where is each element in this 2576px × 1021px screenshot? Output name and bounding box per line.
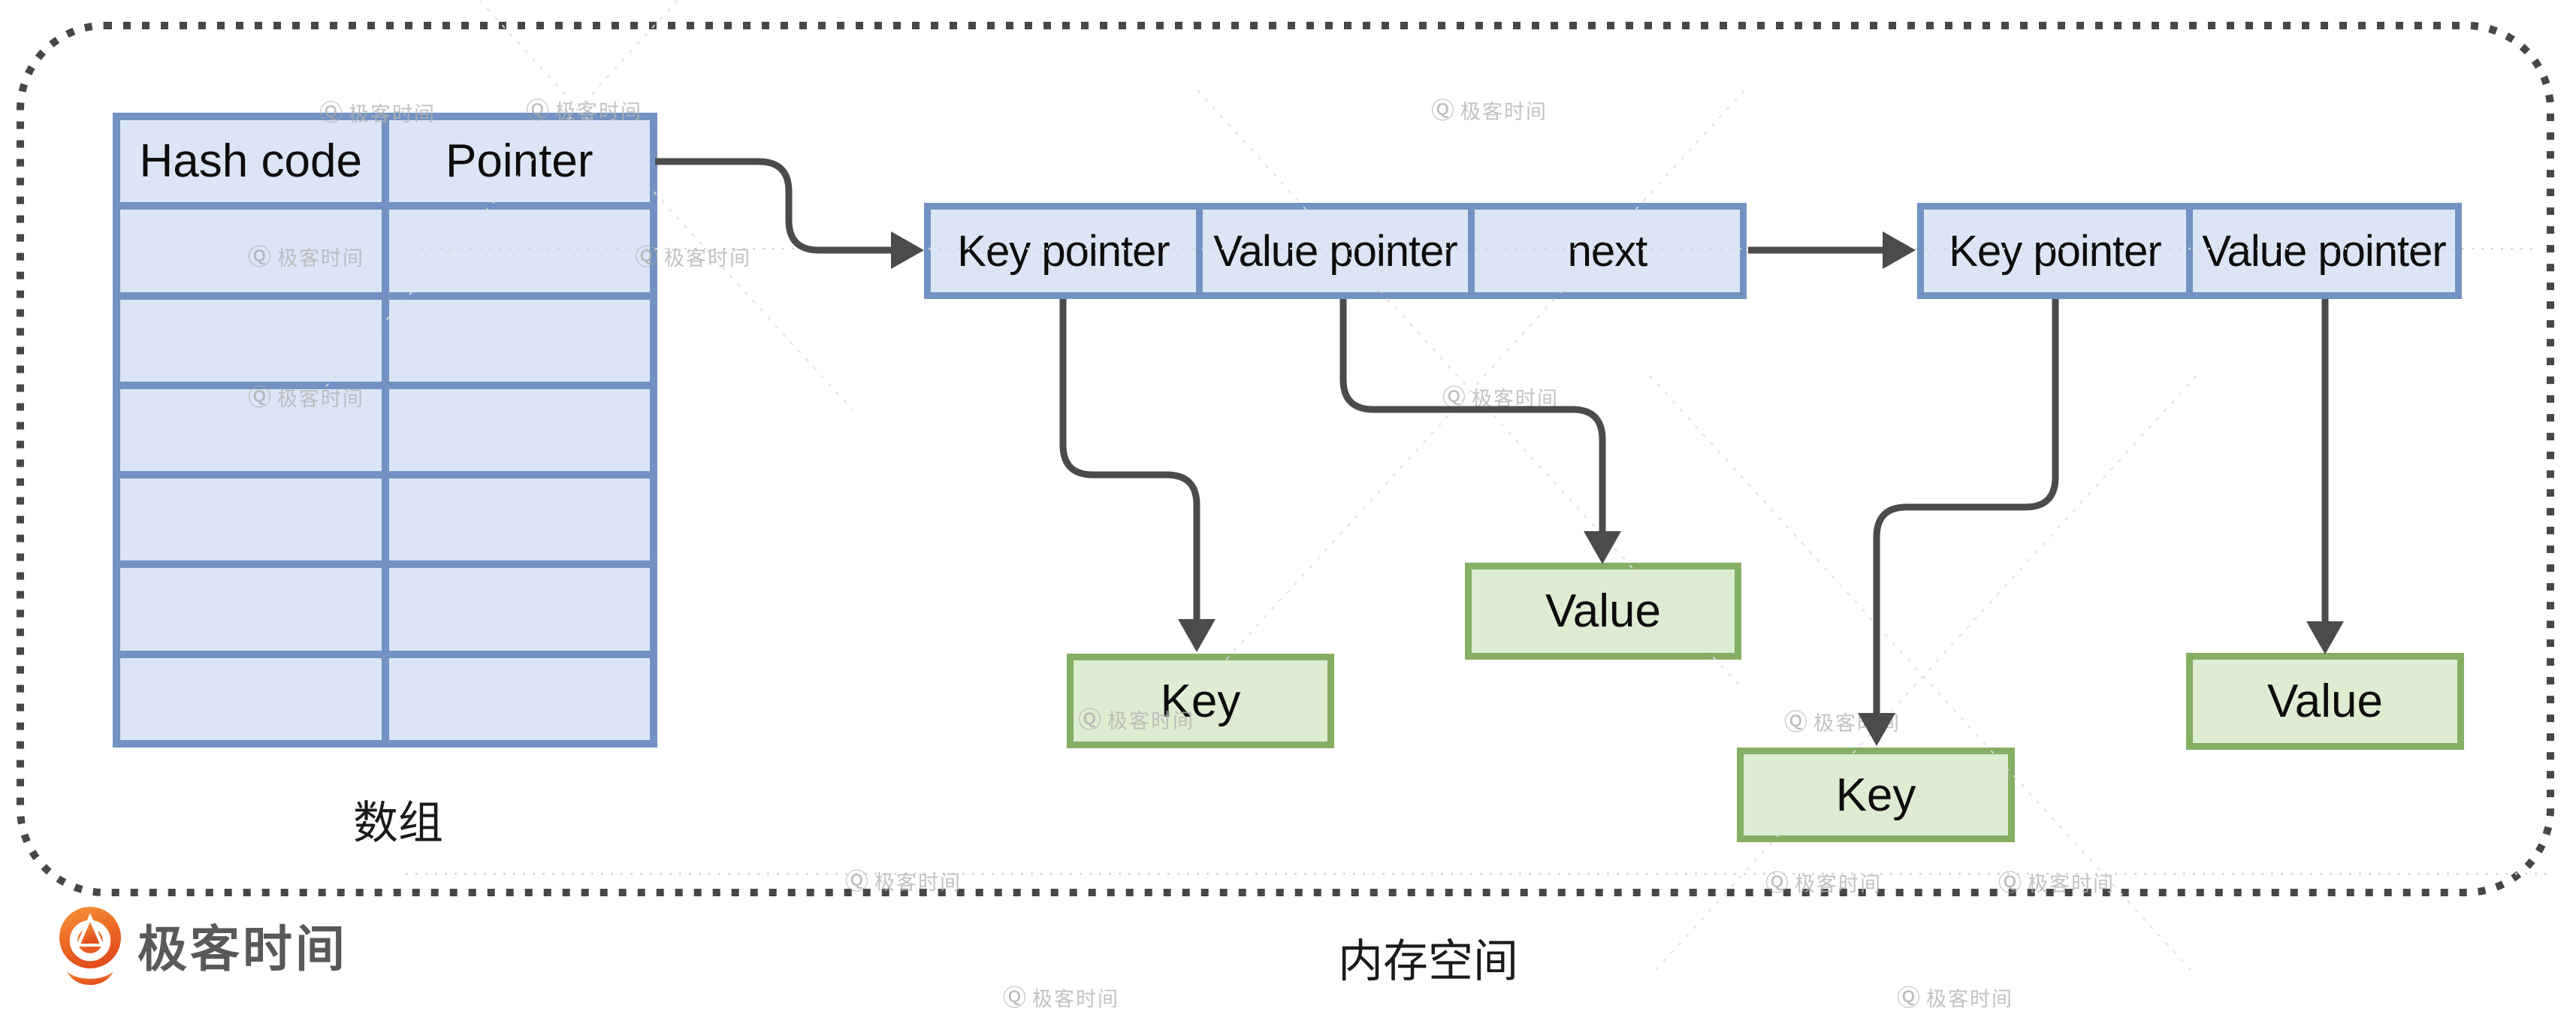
watermark-q-icon: Ⓠ <box>1765 870 1790 896</box>
arrow-node2-key <box>1873 299 2059 713</box>
table-empty-cell <box>388 210 650 292</box>
watermark-q-icon: Ⓠ <box>1998 870 2023 896</box>
node2-value-pointer-cell: Value pointer <box>2193 210 2455 292</box>
watermark-q-icon: Ⓠ <box>248 385 273 411</box>
geektime-logo-text: 极客时间 <box>137 921 348 977</box>
node1-next-cell: next <box>1475 210 1740 292</box>
table-empty-cell <box>120 479 382 561</box>
key-box-2: Key <box>1737 748 2015 842</box>
arrow-node1-key <box>1059 299 1200 619</box>
node2-key-pointer-cell: Key pointer <box>1924 210 2186 292</box>
hash-array-table: Hash code Pointer <box>113 113 657 748</box>
arrowhead <box>1883 231 1916 269</box>
value-box-2: Value <box>2186 653 2464 750</box>
table-empty-cell <box>388 388 650 472</box>
watermark-q-icon: Ⓠ <box>1897 985 1922 1011</box>
table-header-hash-code: Hash code <box>120 120 382 203</box>
watermark-q-icon: Ⓠ <box>319 100 344 126</box>
table-empty-cell <box>120 568 382 651</box>
table-header-pointer: Pointer <box>388 120 650 203</box>
watermark-q-icon: Ⓠ <box>845 868 870 895</box>
table-empty-cell <box>388 479 650 561</box>
table-empty-cell <box>388 568 650 651</box>
arrow-pointer-to-node1 <box>655 158 891 254</box>
table-empty-cell <box>388 657 650 740</box>
table-empty-cell <box>388 299 650 382</box>
watermark-q-icon: Ⓠ <box>1784 709 1809 736</box>
watermark-q-icon: Ⓠ <box>248 244 273 270</box>
watermark-q-icon: Ⓠ <box>526 98 551 124</box>
arrow-node1-value <box>1339 299 1606 531</box>
watermark-q-icon: Ⓠ <box>1003 985 1028 1011</box>
arrowhead <box>891 231 924 269</box>
entry-node-2: Key pointer Value pointer <box>1917 203 2462 299</box>
table-empty-cell <box>120 657 382 740</box>
value-box-1: Value <box>1465 563 1741 660</box>
memory-space-label: 内存空间 <box>1338 936 1518 986</box>
node1-value-pointer-cell: Value pointer <box>1203 210 1468 292</box>
arrowhead <box>1584 531 1621 564</box>
entry-node-1: Key pointer Value pointer next <box>924 203 1747 299</box>
geektime-logo: 极客时间 <box>56 905 348 985</box>
node1-key-pointer-cell: Key pointer <box>931 210 1196 292</box>
watermark-q-icon: Ⓠ <box>1431 98 1456 124</box>
array-label: 数组 <box>353 798 443 848</box>
arrowhead <box>1178 619 1216 652</box>
watermark-q-icon: Ⓠ <box>1078 707 1103 733</box>
table-empty-cell <box>120 299 382 382</box>
geektime-logo-icon <box>59 907 121 985</box>
arrowhead <box>2306 621 2344 654</box>
watermark-q-icon: Ⓠ <box>1442 385 1467 411</box>
watermark-q-icon: Ⓠ <box>635 244 660 270</box>
